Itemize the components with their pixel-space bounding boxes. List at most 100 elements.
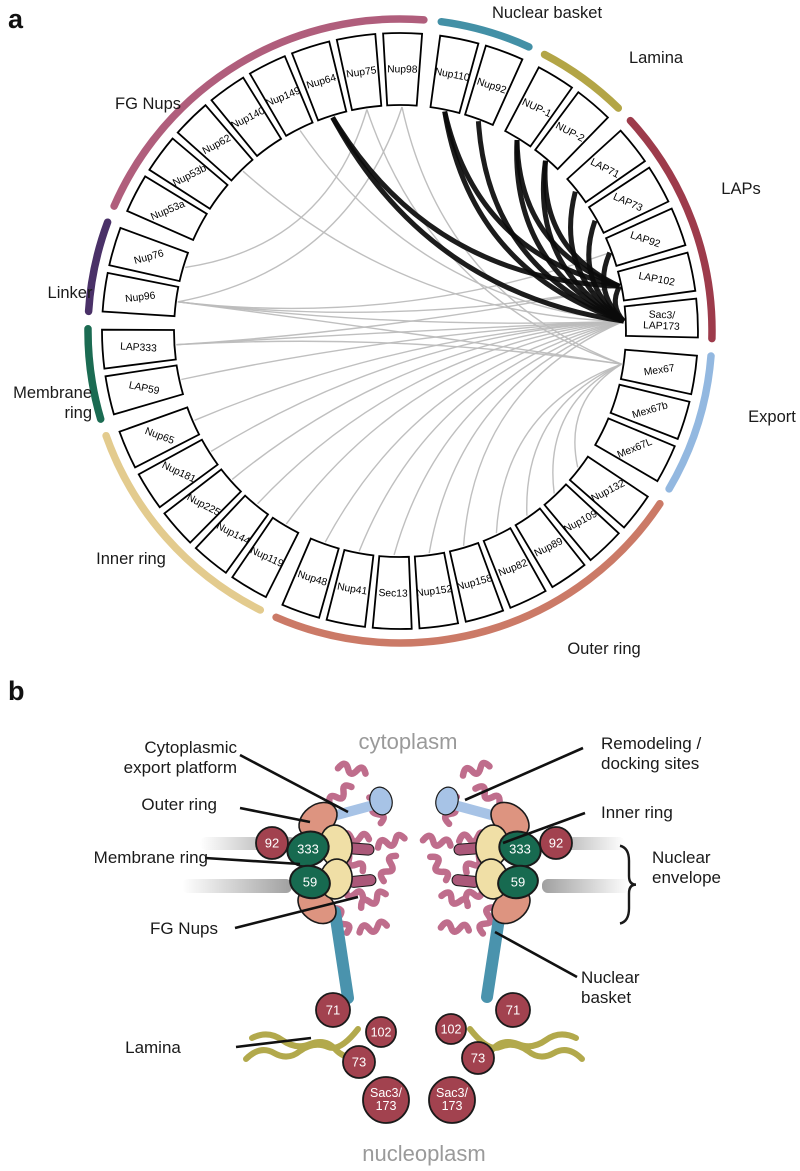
segment-nup-2 (533, 90, 610, 171)
segment-nup53a (126, 175, 209, 242)
link-Nup64-Sac3/LAP173 (330, 116, 625, 324)
link-Sac3/LAP173-Nup158 (462, 320, 625, 546)
link-Sac3/LAP173-Nup144 (256, 320, 624, 505)
ring_333-label: 333 (509, 842, 531, 857)
category-label-laps: LAPs (721, 180, 760, 198)
link-Sac3/LAP173-Sec13 (393, 320, 625, 556)
lap102-circle-label: 102 (441, 1023, 462, 1037)
ring_333-label: 333 (297, 842, 319, 857)
category-arc-laps (626, 116, 716, 343)
segment-lap92 (604, 207, 687, 268)
segment-label-mex67: Mex67 (643, 363, 675, 378)
segment-lap102 (616, 251, 697, 302)
lap92-circle (255, 826, 289, 860)
cytoplasm-label: cytoplasm (358, 729, 457, 754)
panel-a-label: a (8, 4, 24, 34)
segment-nup119 (231, 516, 300, 599)
segment-label-sec13: Sec13 (378, 588, 408, 600)
link-Mex67-Nup96 (177, 301, 622, 365)
weak-interaction-links (176, 106, 625, 556)
category-arc-fg-nups (110, 15, 428, 210)
link-Mex67-Nup89 (526, 363, 622, 516)
category-arc-linker (84, 218, 112, 316)
nuclear-basket-stalk (329, 906, 354, 1004)
segment-sac3-lap173 (623, 297, 699, 339)
lap71-circle-label: 71 (506, 1003, 520, 1018)
membrane-ring-oval-59 (497, 864, 539, 900)
category-arc-membrane-ring (84, 325, 105, 423)
segment-boxes: Nup110Nup92NUP-1NUP-2LAP71LAP73LAP92LAP1… (101, 32, 699, 630)
membrane-ring-label: Membrane ring (94, 848, 208, 867)
link-Nup98-Nup96 (177, 106, 403, 303)
link-Sac3/LAP173-Nup65 (194, 320, 624, 421)
export-platform-blob (369, 786, 393, 816)
pointer-remodeling-docking (464, 746, 584, 802)
segment-nup62 (176, 103, 254, 182)
nuclear-basket-stalk (481, 906, 506, 1003)
segment-label-nup98: Nup98 (387, 64, 418, 75)
lap71-circle (495, 992, 531, 1028)
segment-nup53b (148, 137, 229, 210)
lap92-circle-label: 92 (549, 836, 563, 851)
segment-nup225 (163, 468, 243, 544)
segment-label-nup75: Nup75 (346, 65, 378, 80)
lap102-circle (435, 1013, 467, 1045)
segment-mex67 (619, 348, 698, 396)
category-arc-outer-ring (272, 499, 664, 647)
fg-repeat-squiggle (427, 853, 452, 884)
segment-nup82 (482, 526, 547, 609)
strong-interaction-links (330, 110, 626, 324)
segment-mex67l (593, 417, 676, 483)
segment-lap333 (101, 328, 177, 370)
segment-nup110 (429, 34, 480, 115)
link-Nup149-Sac3/LAP173 (299, 130, 624, 322)
segment-nup132 (568, 455, 650, 529)
lap71-circle-label: 71 (326, 1003, 340, 1018)
segment-lap71 (566, 129, 647, 204)
segment-nup48 (281, 537, 340, 619)
link-NUP-2-Sac3/LAP173 (540, 160, 626, 324)
segment-lap59 (104, 364, 185, 416)
lap102-circle-label: 102 (371, 1026, 392, 1040)
link-LAP102-LAP333 (176, 285, 620, 346)
lap73-circle (342, 1045, 376, 1079)
link-Sac3/LAP173-Nup181 (210, 320, 624, 452)
category-label-export: Export (748, 408, 796, 426)
fg-repeat-squiggle (334, 760, 369, 777)
remodeling-docking-label: Remodeling /docking sites (601, 734, 701, 773)
sac3-circle-label: Sac3/173 (370, 1086, 402, 1113)
pointer-fg-nups (234, 895, 359, 930)
sac3-circle (362, 1076, 410, 1124)
sac3-circle (428, 1076, 476, 1124)
sac3-circle-label: Sac3/173 (436, 1086, 468, 1113)
link-LAP102-Nup96 (177, 285, 620, 313)
category-label-nuclear-basket: Nuclear basket (492, 4, 602, 22)
segment-nup149 (248, 55, 314, 138)
fg-repeat-squiggle (437, 919, 473, 935)
segment-nup89 (514, 507, 586, 589)
segment-nup181 (137, 438, 219, 509)
segment-nup75 (335, 33, 383, 112)
fg-repeat-squiggle (459, 759, 493, 779)
fg-repeat-squiggle (374, 831, 408, 851)
link-Nup64-LAP102 (330, 116, 620, 289)
link-Nup98-Mex67 (401, 106, 622, 365)
link-Sac3/LAP173-Nup119 (285, 320, 624, 525)
pointer-lamina (235, 1036, 312, 1049)
nuclear-envelope-band (182, 879, 292, 893)
lap102-circle (365, 1016, 397, 1048)
category-arcs (84, 15, 716, 647)
link-Sac3/LAP173-LAP59 (181, 320, 624, 381)
pointer-inner-ring (502, 811, 586, 845)
segment-nup96 (101, 271, 180, 318)
lap92-circle (539, 826, 573, 860)
category-arc-export (665, 352, 715, 493)
lamina-label: Lamina (125, 1038, 181, 1057)
segment-mex67b (609, 383, 691, 441)
category-label-fg-nups: FG Nups (115, 95, 181, 113)
